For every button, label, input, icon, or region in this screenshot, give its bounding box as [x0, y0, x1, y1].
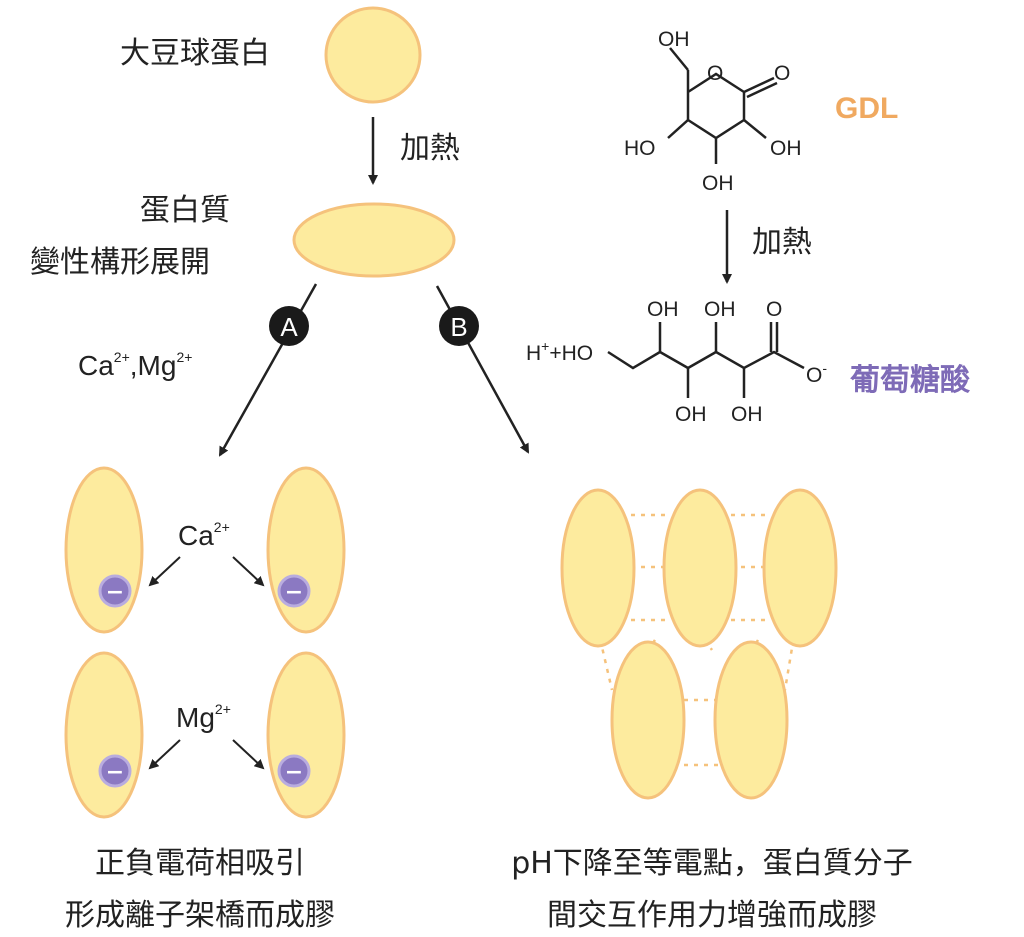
gluconic-oh-4: OH [731, 403, 763, 426]
ca-arrow-right [232, 556, 265, 587]
gluconic-oh-3: OH [675, 403, 707, 426]
negative-charge [277, 754, 311, 788]
protein-ellipse [266, 466, 346, 634]
protein-ellipse [610, 640, 686, 800]
protein-ellipse [64, 466, 144, 634]
gluconic-acid-label: 葡萄糖酸 [850, 363, 971, 398]
ionic-bridge-ca: − − Ca2+ [64, 466, 346, 634]
protein-ellipse [762, 488, 838, 648]
protein-ellipse [266, 651, 346, 819]
badge-a [269, 306, 309, 346]
gluconic-oh-1: OH [647, 298, 679, 321]
denature-label-1: 蛋白質 [140, 193, 230, 228]
protein-ellipse [560, 488, 636, 648]
gluconic-h: H++HO [526, 338, 593, 365]
mg-arrow-right [232, 739, 265, 770]
result-b-line-2: 間交互作用力增強而成膠 [547, 898, 877, 933]
badge-b [439, 306, 479, 346]
protein-ellipse [64, 651, 144, 819]
badge-b-label: B [450, 312, 467, 342]
protein-ellipse [662, 488, 738, 648]
negative-sign: − [106, 580, 124, 605]
denature-label-2: 變性構形展開 [30, 245, 210, 280]
mg-ion-label: Mg2+ [176, 701, 231, 733]
result-b-line-1: pH下降至等電點，蛋白質分子 [511, 846, 913, 881]
negative-charge [98, 754, 132, 788]
heating-label: 加熱 [400, 131, 460, 166]
negative-charge [98, 574, 132, 608]
protein-label: 大豆球蛋白 [120, 36, 270, 71]
badge-a-label: A [280, 312, 298, 342]
protein-network [560, 488, 838, 800]
gdl-oh-bottom: OH [702, 172, 734, 195]
ca-ion-label: Ca2+ [178, 519, 230, 551]
negative-sign: − [285, 760, 303, 785]
protein-globule [324, 6, 422, 104]
ca-arrow-left [148, 556, 181, 587]
gdl-structure [667, 47, 778, 164]
gluconic-o-minus: O- [806, 360, 827, 387]
gdl-label: GDL [835, 92, 898, 125]
negative-sign: − [106, 760, 124, 785]
gdl-ring-o: O [707, 62, 723, 85]
gdl-oh-right: OH [770, 137, 802, 160]
gluconic-oh-2: OH [704, 298, 736, 321]
negative-charge [277, 574, 311, 608]
path-a-arrow [218, 283, 318, 457]
gdl-heating-label: 加熱 [752, 225, 812, 260]
ions-label: Ca2+,Mg2+ [78, 349, 192, 381]
bond [669, 47, 689, 71]
protein-ellipse [713, 640, 789, 800]
ionic-bridge-mg: − − Mg2+ [64, 651, 346, 819]
gdl-ho-left: HO [624, 137, 656, 160]
result-a-line-2: 形成離子架橋而成膠 [65, 898, 335, 933]
result-a-line-1: 正負電荷相吸引 [95, 846, 305, 881]
gluconic-carbonyl-o: O [766, 298, 782, 321]
gdl-oh-top: OH [658, 28, 690, 51]
gdl-carbonyl-o: O [774, 62, 790, 85]
gluconic-acid-structure [607, 322, 805, 398]
negative-sign: − [285, 580, 303, 605]
denatured-protein [292, 202, 456, 278]
mg-arrow-left [148, 739, 181, 770]
